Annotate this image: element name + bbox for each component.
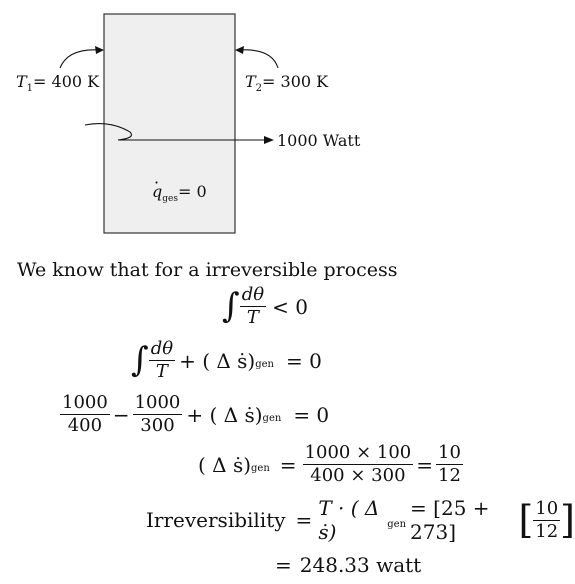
fraction-b: 1000 300 xyxy=(132,392,183,436)
gen-subscript: gen xyxy=(262,413,282,424)
relation: = 0 xyxy=(286,348,322,373)
fraction: dθ T xyxy=(239,284,267,328)
gen-subscript: gen xyxy=(251,463,270,474)
relation: = xyxy=(295,508,313,532)
relation: = xyxy=(275,553,292,577)
bracket-right: ] xyxy=(560,498,575,542)
q-value: = 0 xyxy=(177,182,207,201)
equation-6: = 248.33 watt xyxy=(275,553,421,577)
result-value: 248.33 watt xyxy=(299,553,422,577)
heat-out-right-arrow xyxy=(238,49,279,69)
irreversibility-label: Irreversibility xyxy=(146,508,286,532)
system-diagram xyxy=(59,13,279,234)
temperature-sum: = [25 + 273] xyxy=(410,496,490,544)
gen-subscript: gen xyxy=(255,359,274,370)
integral-sign: ∫ xyxy=(222,285,240,326)
relation: = xyxy=(279,452,297,477)
fraction-1: 1000 × 100 400 × 300 xyxy=(302,442,414,486)
integral-sign: ∫ xyxy=(131,339,149,380)
t1-label: T1= 400 K xyxy=(16,72,100,94)
fraction: dθ T xyxy=(148,338,176,382)
minus: − xyxy=(112,402,130,427)
work-arrow-curve xyxy=(84,123,133,141)
equals: = xyxy=(416,452,434,477)
t2-subscript: 2 xyxy=(255,83,263,94)
heat-out-right-arrowhead xyxy=(235,46,244,54)
t2-value: = 300 K xyxy=(262,72,329,91)
t2-label: T2= 300 K xyxy=(245,72,329,94)
q-subscript: ges xyxy=(162,194,178,204)
bracket-left: [ xyxy=(518,498,534,542)
heat-in-left-arrow xyxy=(59,49,101,69)
intro-text: We know that for a irreversible process xyxy=(17,259,398,281)
entropy-term: T · ( Δ ṡ) xyxy=(318,496,380,544)
entropy-term: + ( Δ ṡ) xyxy=(179,348,256,373)
fraction-2: 10 12 xyxy=(436,442,463,486)
fraction: 10 12 xyxy=(533,497,561,542)
equation-1: ∫ dθ T < 0 xyxy=(222,286,314,327)
work-arrowhead xyxy=(264,136,274,144)
entropy-term: ( Δ ṡ) xyxy=(198,452,252,477)
q-dot-symbol: q· xyxy=(152,173,163,201)
gen-subscript: gen xyxy=(387,518,407,530)
t2-symbol: T xyxy=(245,72,256,91)
equation-2: ∫ dθ T + ( Δ ṡ)gen = 0 xyxy=(131,340,328,381)
equation-5: Irreversibility = T · ( Δ ṡ) gen = [25 + … xyxy=(146,496,575,544)
t1-subscript: 1 xyxy=(26,83,34,94)
system-box xyxy=(103,13,236,234)
equation-4: ( Δ ṡ)gen = 1000 × 100 400 × 300 = 10 12 xyxy=(198,444,463,485)
t1-value: = 400 K xyxy=(33,72,100,91)
entropy-term: + ( Δ ṡ) xyxy=(186,402,263,427)
relation: = 0 xyxy=(293,402,330,427)
fraction-a: 1000 400 xyxy=(60,392,110,436)
q-gen-label: q·ges= 0 xyxy=(152,173,207,204)
relation: < 0 xyxy=(272,294,308,319)
power-label: 1000 Watt xyxy=(277,131,361,150)
heat-in-left-arrowhead xyxy=(95,46,104,54)
t1-symbol: T xyxy=(16,72,27,91)
equation-3: 1000 400 − 1000 300 + ( Δ ṡ)gen = 0 xyxy=(60,394,335,435)
